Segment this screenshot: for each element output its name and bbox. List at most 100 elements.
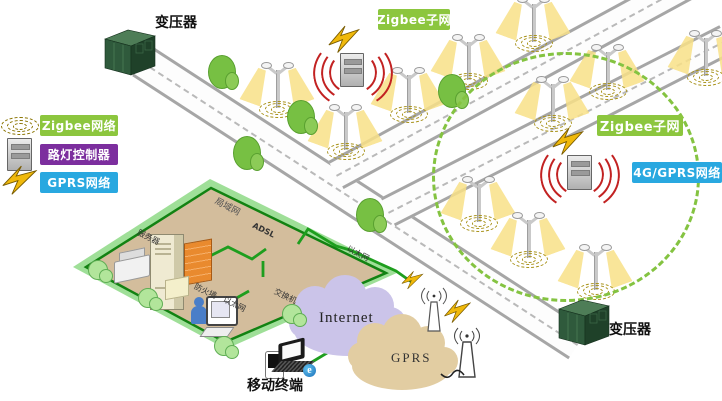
- lamp-pole: [343, 112, 348, 150]
- zigbee-signal-icon: [396, 108, 422, 120]
- lamp-head: [579, 244, 590, 251]
- zigbee-signal-icon: [699, 73, 713, 81]
- lamp-head: [558, 76, 569, 83]
- lamp-pole: [466, 42, 471, 80]
- client-pc-icon: [206, 296, 238, 326]
- lamp-pole: [605, 52, 610, 90]
- zigbee-signal-icon: [546, 119, 560, 127]
- bush-icon: [225, 345, 239, 359]
- zigbee-signal-icon: [527, 39, 541, 47]
- zigbee-subnet-top-tag: Zigbee子网: [377, 9, 451, 30]
- lightning-icon: [444, 299, 472, 323]
- transformer-bottom-label: 变压器: [609, 322, 651, 338]
- zigbee-signal-icon: [271, 105, 285, 113]
- lamp-pole: [476, 184, 481, 222]
- zigbee-signal-icon: [515, 34, 553, 52]
- transformer-cabinet-bottom: [558, 299, 610, 346]
- zigbee-signal-icon: [510, 250, 548, 268]
- zigbee-signal-icon: [521, 37, 547, 49]
- lamp-head: [484, 176, 495, 183]
- zigbee-signal-icon: [402, 110, 416, 118]
- gprs-cloud: [348, 314, 458, 390]
- lamp-head: [711, 30, 722, 37]
- lamp-head: [414, 67, 425, 74]
- lamp-pole: [406, 75, 411, 113]
- internet-explorer-icon: e: [303, 364, 316, 377]
- lamp-pole: [703, 38, 708, 76]
- tree-icon: [373, 215, 387, 233]
- mobile-terminal-label: 移动终端: [247, 378, 303, 394]
- lamp-head: [474, 34, 485, 41]
- lamp-controller-icon: [7, 138, 32, 171]
- user-icon: [191, 306, 207, 324]
- lightning-icon: [328, 25, 361, 53]
- lamp-head: [351, 104, 362, 111]
- lightning-icon: [552, 127, 585, 155]
- lamp-head: [512, 212, 523, 219]
- zigbee-signal-icon: [7, 120, 33, 132]
- transformer-top-label: 变压器: [155, 15, 197, 31]
- lamp-head: [261, 62, 272, 69]
- zigbee-signal-icon: [522, 255, 536, 263]
- zigbee-signal-icon: [583, 285, 609, 297]
- tree-icon: [304, 117, 318, 135]
- street-lamp-controller-right: [567, 155, 592, 190]
- zigbee-signal-icon: [589, 287, 603, 295]
- zigbee-signal-icon: [333, 145, 359, 157]
- lamp-pole: [275, 70, 280, 108]
- zigbee-signal-icon: [1, 117, 39, 135]
- zigbee-signal-icon: [693, 71, 719, 83]
- lamp-head: [283, 62, 294, 69]
- lamp-pole: [593, 252, 598, 290]
- lamp-head: [601, 244, 612, 251]
- legend-lamp-controller: 路灯控制器: [40, 144, 118, 165]
- 4g-gprs-network-tag: 4G/GPRS网络: [632, 162, 722, 183]
- zigbee-signal-icon: [460, 214, 498, 232]
- zigbee-signal-icon: [516, 253, 542, 265]
- bush-icon: [99, 269, 113, 283]
- zigbee-signal-icon: [601, 87, 615, 95]
- lamp-head: [462, 176, 473, 183]
- zigbee-signal-icon: [390, 105, 428, 123]
- lamp-head: [392, 67, 403, 74]
- zigbee-subnet-right-tag: Zigbee子网: [597, 115, 683, 136]
- lightning-icon: [2, 165, 38, 195]
- lamp-head: [536, 76, 547, 83]
- zigbee-signal-icon: [466, 217, 492, 229]
- lamp-head: [613, 44, 624, 51]
- gprs-antenna-1: [421, 287, 447, 332]
- zigbee-signal-icon: [540, 117, 566, 129]
- user-icon: [194, 297, 204, 307]
- lamp-pole: [550, 84, 555, 122]
- document-icon: [165, 275, 189, 301]
- lamp-pole: [526, 220, 531, 258]
- legend-zigbee-network: Zigbee网络: [40, 115, 118, 136]
- tree-icon: [250, 153, 264, 171]
- tree-icon: [225, 72, 239, 90]
- lamp-pole: [531, 4, 536, 42]
- internet-cloud-label: Internet: [319, 310, 374, 326]
- lamp-head: [591, 44, 602, 51]
- zigbee-signal-icon: [13, 122, 27, 130]
- zigbee-signal-icon: [595, 85, 621, 97]
- bush-icon: [149, 297, 163, 311]
- lamp-head: [534, 212, 545, 219]
- gprs-cloud-label: GPRS: [391, 350, 432, 365]
- street-lamp-controller-top: [340, 53, 364, 87]
- zigbee-signal-icon: [534, 114, 572, 132]
- zigbee-signal-icon: [472, 219, 486, 227]
- zigbee-signal-icon: [589, 82, 627, 100]
- tree-icon: [455, 91, 469, 109]
- gprs-antenna-2: [454, 327, 480, 378]
- lamp-head: [452, 34, 463, 41]
- legend-gprs-network: GPRS网络: [40, 172, 118, 193]
- antenna-cable: [440, 369, 465, 379]
- lamp-head: [689, 30, 700, 37]
- zigbee-signal-icon: [327, 142, 365, 160]
- zigbee-signal-icon: [687, 68, 722, 86]
- bush-icon: [293, 313, 307, 327]
- lamp-head: [329, 104, 340, 111]
- lightning-icon: [401, 271, 424, 290]
- transformer-cabinet-top: [104, 29, 156, 76]
